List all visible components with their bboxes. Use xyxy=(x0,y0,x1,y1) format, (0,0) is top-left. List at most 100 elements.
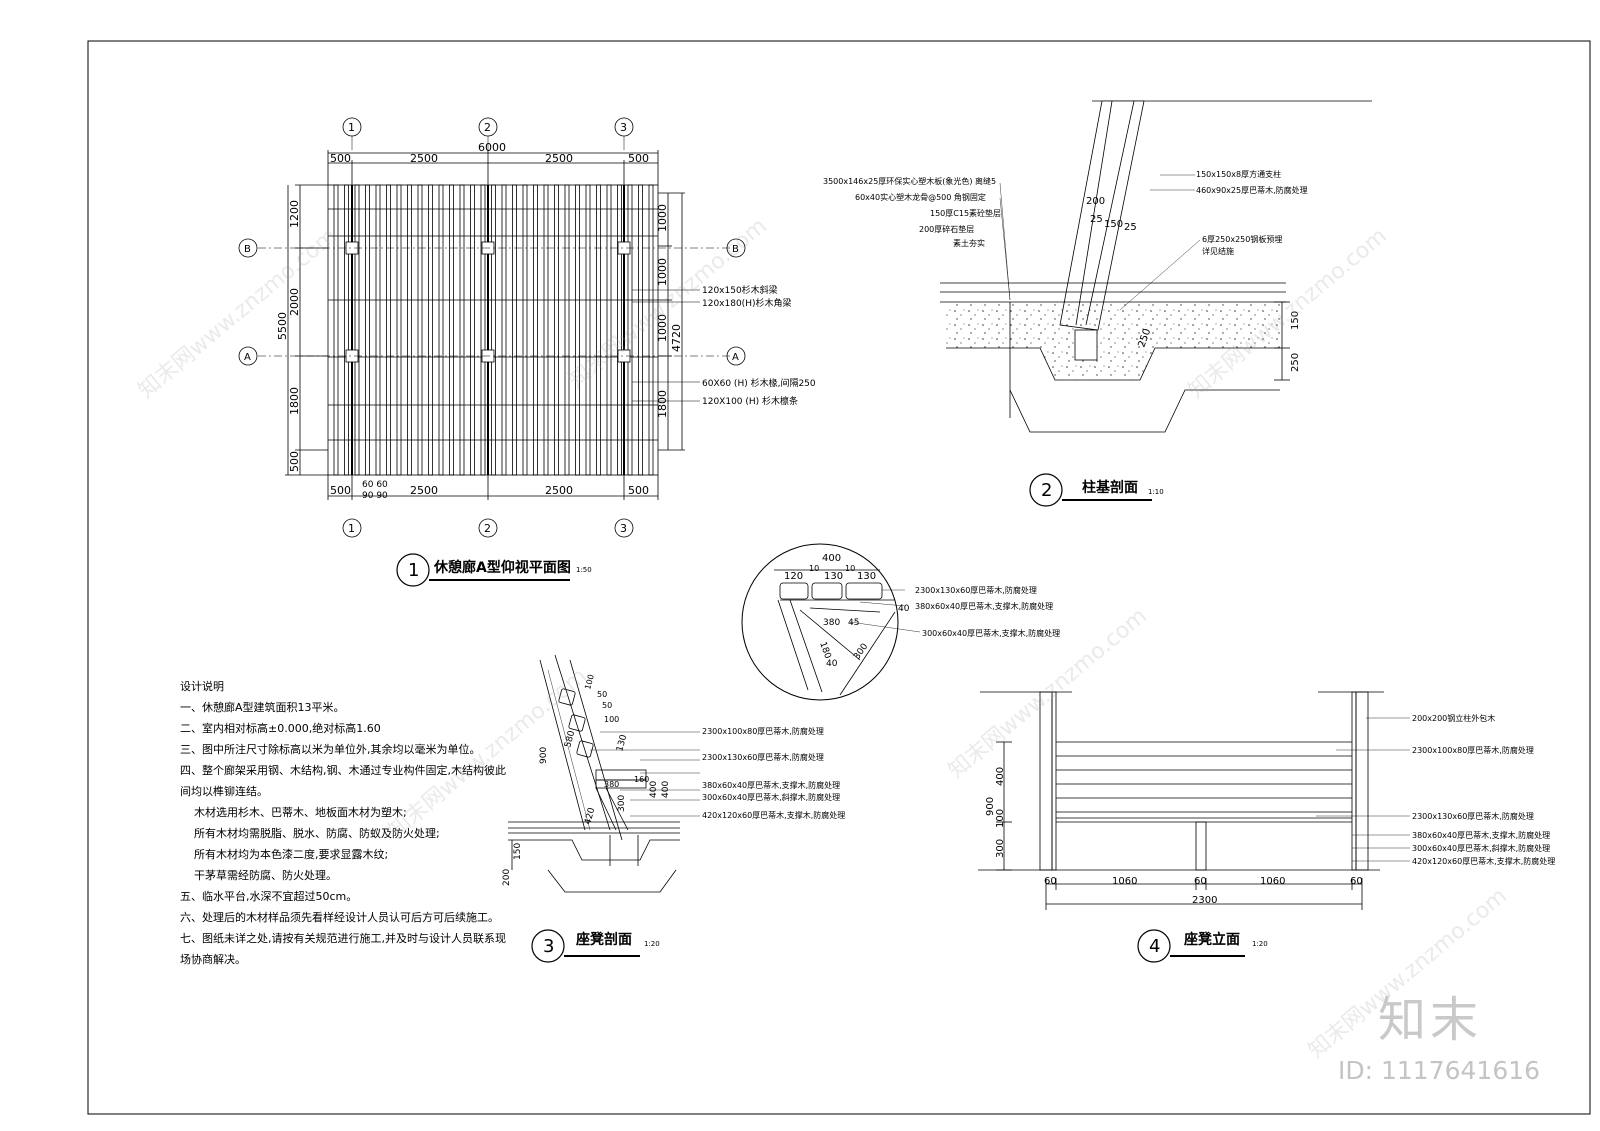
svg-text:300: 300 xyxy=(617,795,627,812)
svg-text:4720: 4720 xyxy=(670,324,683,352)
svg-text:400: 400 xyxy=(649,781,659,798)
svg-text:90 90: 90 90 xyxy=(362,491,388,501)
svg-text:500: 500 xyxy=(330,484,351,497)
rafter xyxy=(575,184,580,476)
svg-text:300: 300 xyxy=(995,839,1006,858)
svg-text:380x60x40厚巴蒂木,支撑木,防腐处理: 380x60x40厚巴蒂木,支撑木,防腐处理 xyxy=(1412,830,1550,840)
bench-elevation-text: 200x200钢立柱外包木 2300x100x80厚巴蒂木,防腐处理 2300x… xyxy=(985,713,1555,957)
column-base-section xyxy=(940,100,1372,507)
detail-text: 400 120 10 130 10 130 380 45 180 40 300 … xyxy=(784,553,1060,669)
svg-text:2: 2 xyxy=(484,522,491,535)
rafter xyxy=(543,184,549,476)
svg-text:1000: 1000 xyxy=(656,258,669,286)
plan-drawing xyxy=(238,117,746,587)
svg-text:100: 100 xyxy=(604,715,619,724)
base-title: 柱基剖面 xyxy=(1082,479,1138,496)
svg-text:2500: 2500 xyxy=(410,152,438,165)
rafter xyxy=(512,184,517,476)
svg-text:6厚250x250钢板预埋: 6厚250x250钢板预埋 xyxy=(1202,234,1282,244)
rafter xyxy=(617,184,622,476)
note-line: 间均以榫铆连结。 xyxy=(180,785,268,798)
svg-text:1: 1 xyxy=(348,522,355,535)
svg-text:130: 130 xyxy=(857,571,876,582)
svg-text:3500x146x25厚环保实心塑木板(象光色) 离缝5: 3500x146x25厚环保实心塑木板(象光色) 离缝5 xyxy=(823,176,996,186)
svg-text:1: 1 xyxy=(348,121,355,134)
svg-text:130: 130 xyxy=(615,733,629,752)
svg-text:380x60x40厚巴蒂木,支撑木,防腐处理: 380x60x40厚巴蒂木,支撑木,防腐处理 xyxy=(702,780,840,790)
svg-text:380: 380 xyxy=(604,780,619,789)
rafter xyxy=(554,184,559,476)
bench-section-text: 100 50 50 100 130 900 580 380 160 400 40… xyxy=(502,673,845,957)
svg-text:120x150杉木斜梁: 120x150杉木斜梁 xyxy=(702,284,778,296)
svg-text:380: 380 xyxy=(823,618,840,628)
plan-title: 休憩廊A型仰视平面图 xyxy=(433,559,571,576)
svg-text:2300x130x60厚巴蒂木,防腐处理: 2300x130x60厚巴蒂木,防腐处理 xyxy=(915,585,1037,595)
svg-text:1200: 1200 xyxy=(288,200,301,228)
svg-text:300x60x40厚巴蒂木,斜撑木,防腐处理: 300x60x40厚巴蒂木,斜撑木,防腐处理 xyxy=(702,792,840,802)
rafter xyxy=(638,184,643,476)
svg-text:300x60x40厚巴蒂木,斜撑木,防腐处理: 300x60x40厚巴蒂木,斜撑木,防腐处理 xyxy=(1412,843,1550,853)
note-line: 一、休憩廊A型建筑面积13平米。 xyxy=(180,701,345,714)
svg-text:60: 60 xyxy=(1350,876,1363,887)
svg-text:500: 500 xyxy=(628,152,649,165)
note-line: 四、整个廊架采用钢、木结构,钢、木通过专业构件固定,木结构彼此 xyxy=(180,764,506,777)
note-line: 干茅草需经防腐、防火处理。 xyxy=(194,869,337,882)
rafter xyxy=(344,184,349,476)
svg-text:160: 160 xyxy=(634,775,649,784)
svg-text:2500: 2500 xyxy=(410,484,438,497)
svg-text:150: 150 xyxy=(1104,219,1123,230)
svg-text:120: 120 xyxy=(784,571,803,582)
logo: 知末 xyxy=(1378,992,1483,1048)
rafter xyxy=(522,184,528,476)
svg-text:素土夯实: 素土夯实 xyxy=(953,238,985,248)
svg-text:500: 500 xyxy=(628,484,649,497)
bench-section-title: 座凳剖面 xyxy=(576,931,632,948)
rafter xyxy=(491,184,496,476)
rafter xyxy=(470,184,475,476)
rafter xyxy=(333,184,339,476)
svg-text:250: 250 xyxy=(1290,353,1301,372)
svg-text:900: 900 xyxy=(985,797,996,816)
design-notes: 设计说明 一、休憩廊A型建筑面积13平米。 二、室内相对标高±0.000,绝对标… xyxy=(180,676,510,970)
note-line: 五、临水平台,水深不宜超过50cm。 xyxy=(180,890,358,903)
svg-text:5500: 5500 xyxy=(276,312,289,340)
svg-text:420x120x60厚巴蒂木,支撑木,防腐处理: 420x120x60厚巴蒂木,支撑木,防腐处理 xyxy=(1412,856,1555,866)
svg-text:120x180(H)杉木角梁: 120x180(H)杉木角梁 xyxy=(702,297,791,309)
bench-detail-circle xyxy=(741,543,921,701)
rafter xyxy=(428,184,433,476)
svg-text:1:20: 1:20 xyxy=(644,940,660,948)
svg-text:详见结施: 详见结施 xyxy=(1202,246,1234,256)
svg-text:150厚C15素砼垫层: 150厚C15素砼垫层 xyxy=(930,208,1001,218)
bench-elevation-title: 座凳立面 xyxy=(1184,931,1240,948)
svg-text:B: B xyxy=(244,244,251,255)
svg-text:2000: 2000 xyxy=(288,288,301,316)
rafter xyxy=(365,184,370,476)
svg-text:6000: 6000 xyxy=(478,141,506,154)
svg-text:10: 10 xyxy=(809,564,819,573)
notes-heading: 设计说明 xyxy=(180,680,224,693)
note-line: 七、图纸未详之处,请按有关规范进行施工,并及时与设计人员联系现 xyxy=(180,932,506,945)
note-line: 三、图中所注尺寸除标高以米为单位外,其余均以毫米为单位。 xyxy=(180,743,481,756)
svg-text:1:10: 1:10 xyxy=(1148,488,1164,496)
svg-text:500: 500 xyxy=(288,451,301,472)
svg-text:150: 150 xyxy=(1290,311,1301,330)
svg-text:50: 50 xyxy=(597,690,607,699)
svg-text:A: A xyxy=(244,352,251,363)
svg-text:1800: 1800 xyxy=(288,387,301,415)
svg-text:25: 25 xyxy=(1124,222,1137,233)
svg-text:300: 300 xyxy=(852,642,870,662)
svg-text:25: 25 xyxy=(1090,214,1103,225)
svg-text:200厚碎石垫层: 200厚碎石垫层 xyxy=(919,224,974,234)
svg-text:180: 180 xyxy=(817,641,832,661)
svg-text:400: 400 xyxy=(995,767,1006,786)
svg-text:200x200钢立柱外包木: 200x200钢立柱外包木 xyxy=(1412,713,1495,723)
svg-text:2500: 2500 xyxy=(545,152,573,165)
rafter xyxy=(375,184,381,476)
svg-text:100: 100 xyxy=(995,809,1006,828)
svg-text:1060: 1060 xyxy=(1112,876,1137,887)
svg-text:200: 200 xyxy=(502,869,512,886)
note-line: 六、处理后的木材样品须先看样经设计人员认可后方可后续施工。 xyxy=(180,911,499,924)
rafter xyxy=(407,184,412,476)
svg-text:1000: 1000 xyxy=(656,204,669,232)
